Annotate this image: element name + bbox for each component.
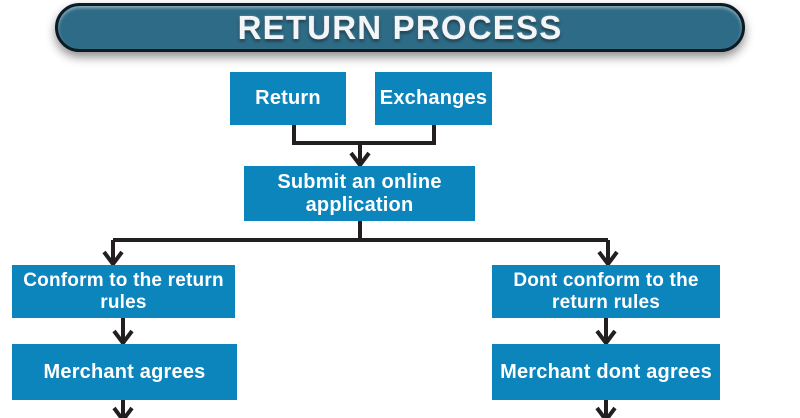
arrow-into-submit xyxy=(349,143,371,169)
node-exchanges[interactable]: Exchanges xyxy=(375,72,492,125)
arrow-conform-to-agrees xyxy=(112,318,134,347)
arrow-agrees-offscreen xyxy=(112,400,134,418)
node-conform-to-return-rules[interactable]: Conform to the return rules xyxy=(12,265,235,318)
node-merchant-dont-agrees[interactable]: Merchant dont agrees xyxy=(492,344,720,400)
edge-submit-split xyxy=(113,221,608,242)
arrow-dont-agrees-offscreen xyxy=(595,400,617,418)
edge-exchanges-to-submit xyxy=(360,125,436,145)
arrow-into-dont-conform xyxy=(597,240,619,268)
page-title: RETURN PROCESS xyxy=(237,9,563,46)
node-return[interactable]: Return xyxy=(230,72,346,125)
node-dont-conform-to-return-rules[interactable]: Dont conform to the return rules xyxy=(492,265,720,318)
node-merchant-agrees[interactable]: Merchant agrees xyxy=(12,344,237,400)
arrow-into-conform xyxy=(102,240,124,268)
title-banner: RETURN PROCESS xyxy=(55,3,745,52)
edge-return-to-submit xyxy=(292,125,360,145)
arrow-dont-conform-to-dont-agrees xyxy=(595,318,617,347)
node-submit-online-application[interactable]: Submit an online application xyxy=(244,166,475,221)
